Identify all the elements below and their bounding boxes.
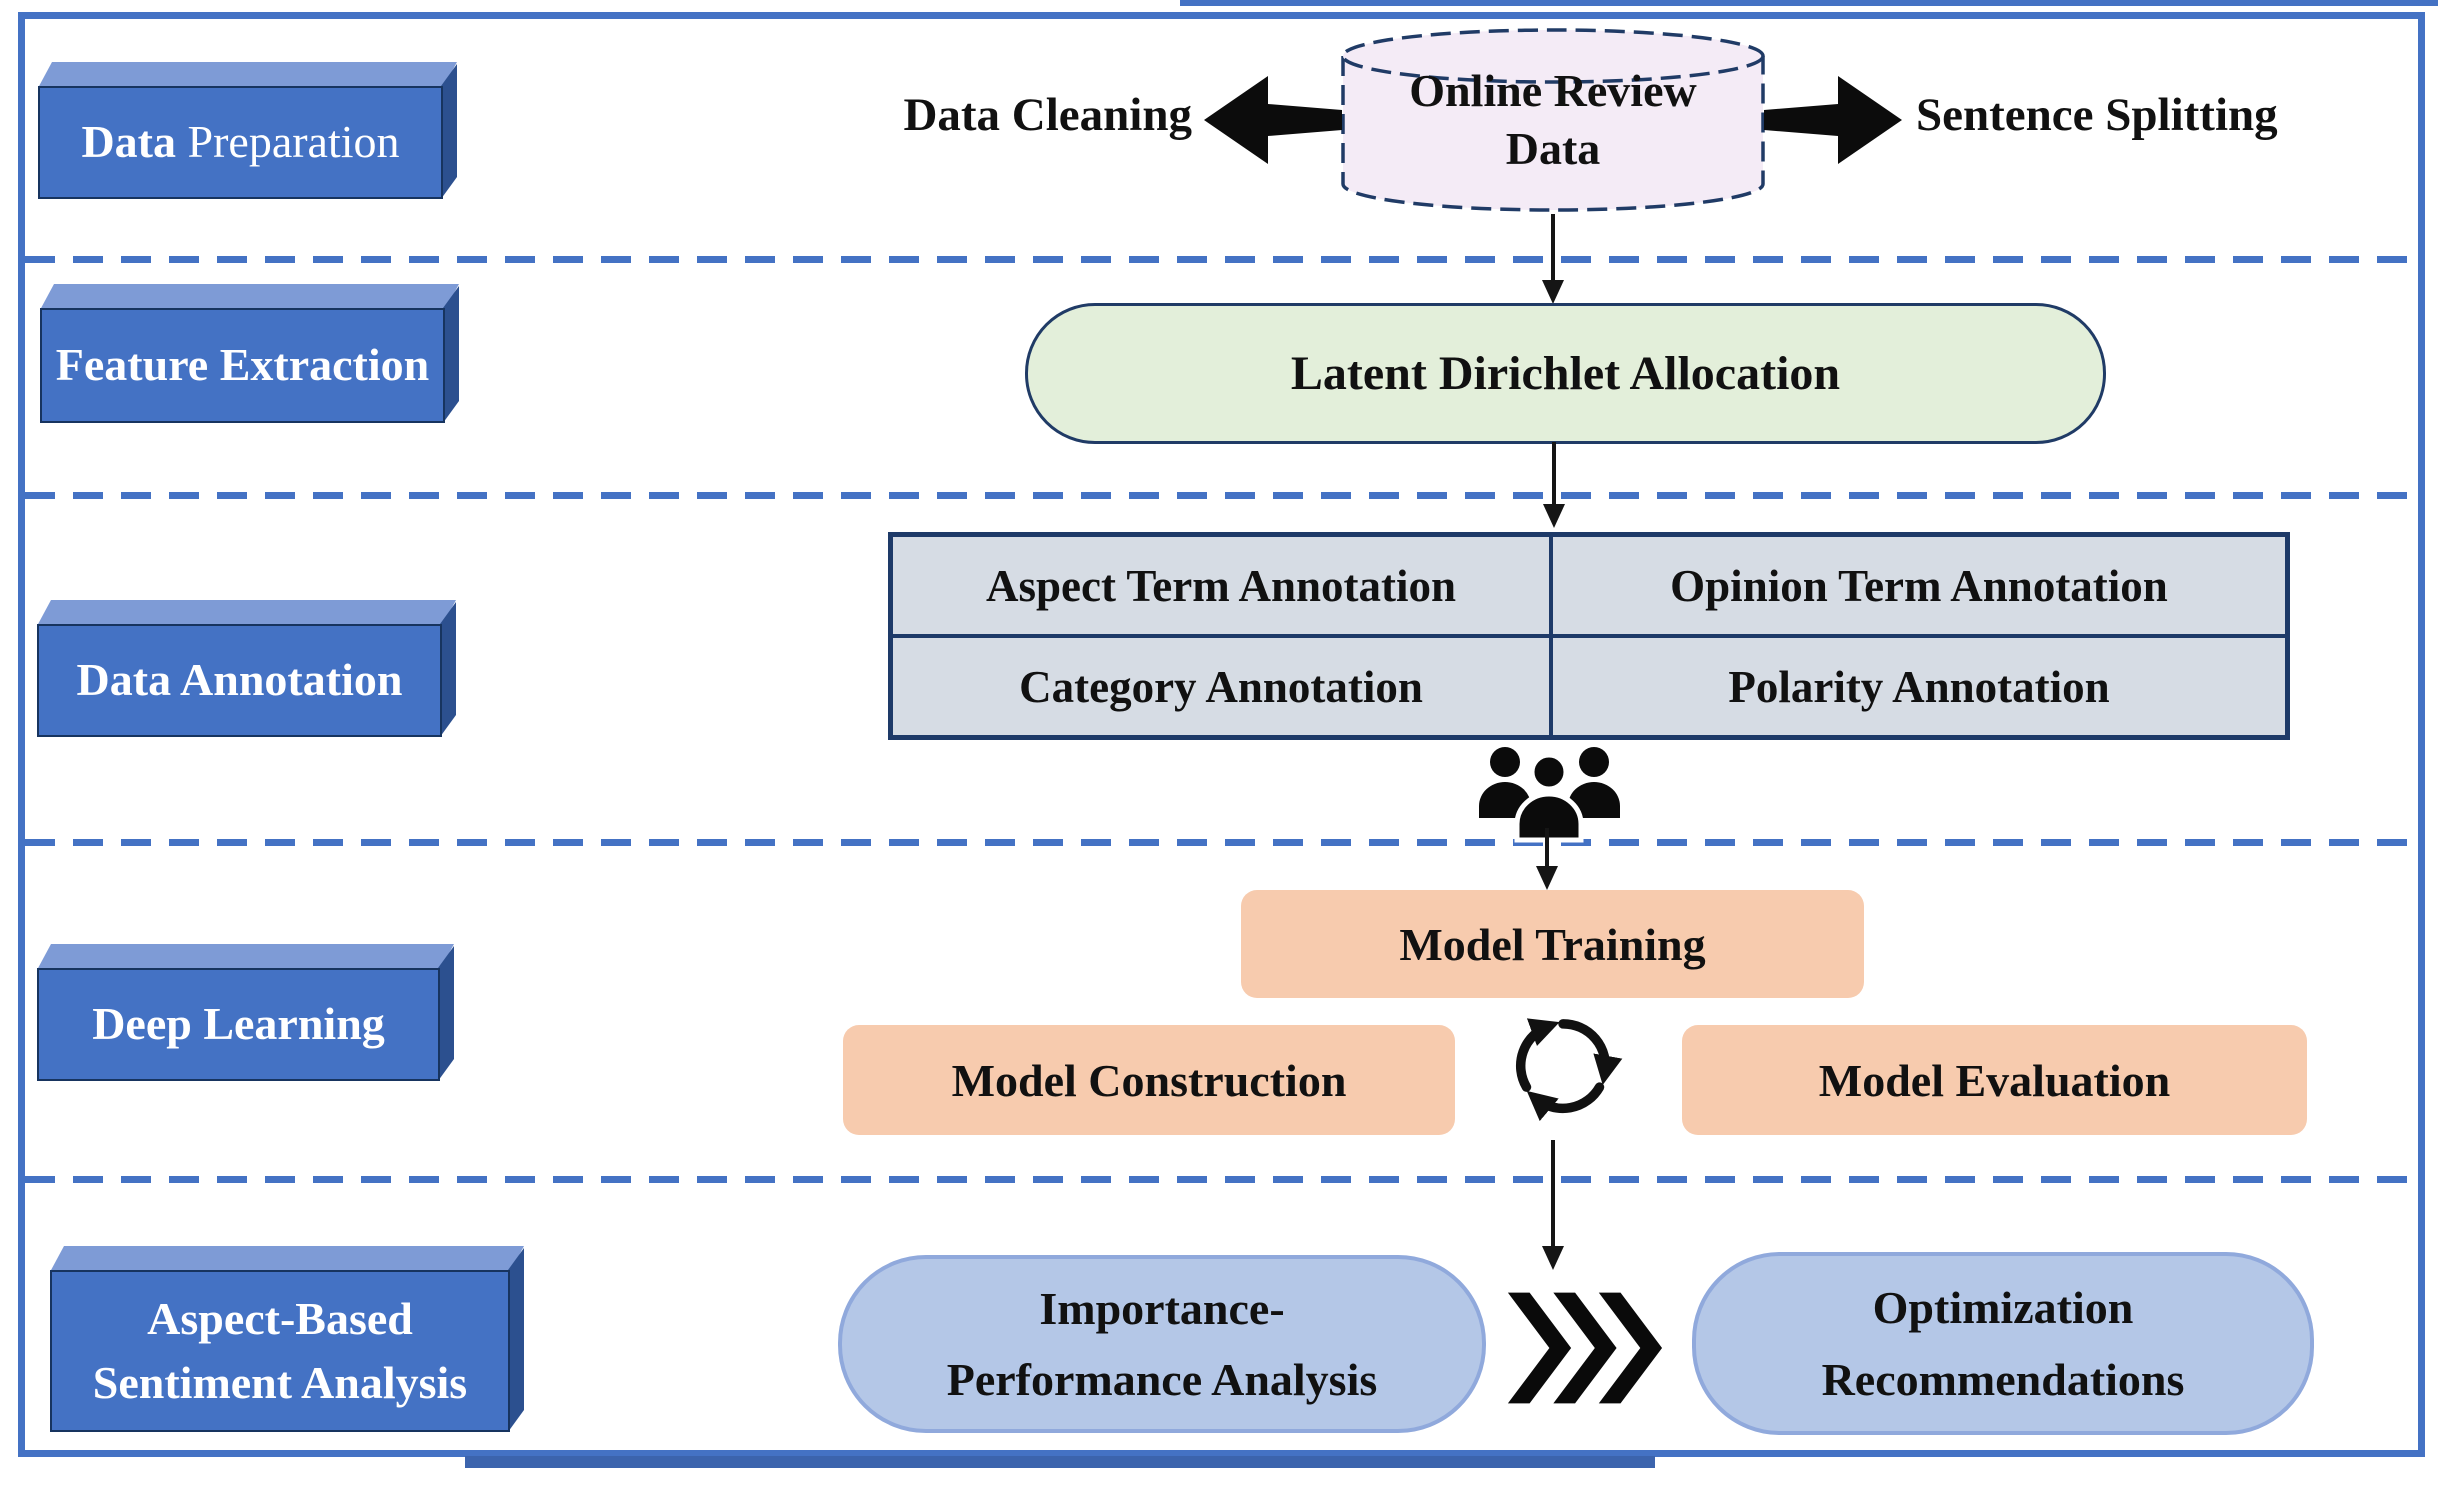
online-review-data-label: Online Review Data	[1409, 65, 1697, 174]
annotation-table: Aspect Term Annotation Opinion Term Anno…	[888, 532, 2290, 740]
arrow-left-icon	[1204, 76, 1342, 164]
annotation-cell-opinion-term: Opinion Term Annotation	[1553, 537, 2285, 634]
stage-label: Aspect-Based Sentiment Analysis	[50, 1270, 510, 1432]
stage-box-deep-learning: Deep Learning	[37, 944, 454, 1081]
stage-label: Data Preparation	[38, 86, 443, 199]
model-training-box: Model Training	[1241, 890, 1864, 998]
database-cylinder-icon	[1341, 28, 1765, 212]
stage-box-top-face	[38, 62, 457, 88]
stage-box-top-face	[37, 944, 454, 970]
stage-box-top-face	[40, 284, 459, 310]
stage-box-side-face	[438, 946, 454, 1081]
annotation-cell-category: Category Annotation	[893, 638, 1549, 735]
annotation-cell-aspect-term: Aspect Term Annotation	[893, 537, 1549, 634]
separator-4	[25, 1176, 2413, 1183]
optimization-recommendations-pill: Optimization Recommendations	[1692, 1252, 2314, 1435]
stage-label: Feature Extraction	[40, 308, 445, 423]
stage-box-side-face	[443, 286, 459, 423]
arrow-right-icon	[1764, 76, 1902, 164]
arrow-down-cylinder-to-lda	[1551, 214, 1555, 280]
arrow-down-lda-to-table	[1552, 442, 1556, 504]
stage-box-top-face	[50, 1246, 524, 1272]
people-group-icon	[1479, 747, 1620, 843]
stage-box-data-preparation: Data Preparation	[38, 62, 457, 199]
arrow-down-annotators-to-training	[1545, 828, 1549, 866]
bottom-edge-line	[465, 1456, 1655, 1468]
arrow-down-dl-to-absa	[1551, 1140, 1555, 1246]
stage-label: Data Annotation	[37, 624, 442, 737]
lda-pill: Latent Dirichlet Allocation	[1025, 303, 2106, 444]
stage-box-side-face	[440, 602, 456, 737]
data-cleaning-label: Data Cleaning	[903, 89, 1192, 141]
cycle-arrows-icon	[1515, 1018, 1623, 1122]
sentence-splitting-label: Sentence Splitting	[1916, 89, 2278, 141]
annotation-cell-polarity: Polarity Annotation	[1553, 638, 2285, 735]
separator-2	[25, 492, 2413, 499]
triple-chevron-icon	[1507, 1292, 1663, 1404]
stage-box-data-annotation: Data Annotation	[37, 600, 456, 737]
stage-box-top-face	[37, 600, 456, 626]
stage-box-side-face	[441, 64, 457, 199]
model-construction-box: Model Construction	[843, 1025, 1455, 1135]
stage-label: Deep Learning	[37, 968, 440, 1081]
stage-box-absa: Aspect-Based Sentiment Analysis	[50, 1246, 524, 1432]
stage-box-side-face	[508, 1248, 524, 1432]
separator-3	[25, 839, 2413, 846]
top-edge-line	[1180, 0, 2438, 6]
model-evaluation-box: Model Evaluation	[1682, 1025, 2307, 1135]
outer-frame	[18, 12, 2425, 1457]
importance-performance-pill: Importance- Performance Analysis	[838, 1255, 1486, 1433]
separator-1	[25, 256, 2413, 263]
stage-box-feature-extraction: Feature Extraction	[40, 284, 459, 423]
